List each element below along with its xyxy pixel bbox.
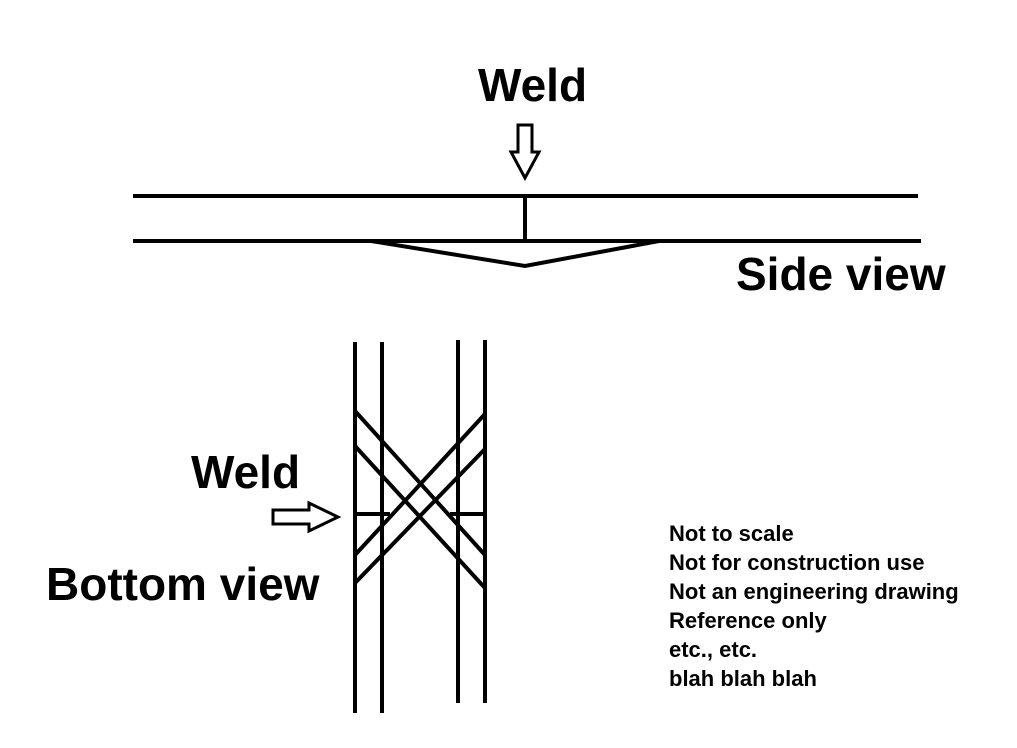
- cross-strap-b-edge-1: [353, 412, 487, 557]
- note-line: Not for construction use: [669, 550, 925, 575]
- side-weld-bead: [370, 239, 660, 269]
- note-line: etc., etc.: [669, 637, 758, 662]
- bottom-view-weld-label: Weld: [191, 446, 301, 498]
- bottom-weld-arrow: [271, 500, 342, 534]
- bottom-view-title: Bottom view: [46, 558, 320, 610]
- cross-strap-b-edge-2: [353, 447, 487, 585]
- bottom-view-drawing: [271, 340, 487, 713]
- side-view-drawing: [133, 123, 921, 269]
- note-line: Not an engineering drawing: [669, 579, 959, 604]
- side-view-title: Side view: [736, 248, 946, 300]
- note-line: blah blah blah: [669, 666, 817, 691]
- side-weld-arrow: [508, 123, 542, 182]
- disclaimer-notes: Not to scale Not for construction use No…: [669, 519, 959, 693]
- note-line: Reference only: [669, 608, 827, 633]
- note-line: Not to scale: [669, 521, 794, 546]
- side-view-weld-label: Weld: [478, 59, 588, 111]
